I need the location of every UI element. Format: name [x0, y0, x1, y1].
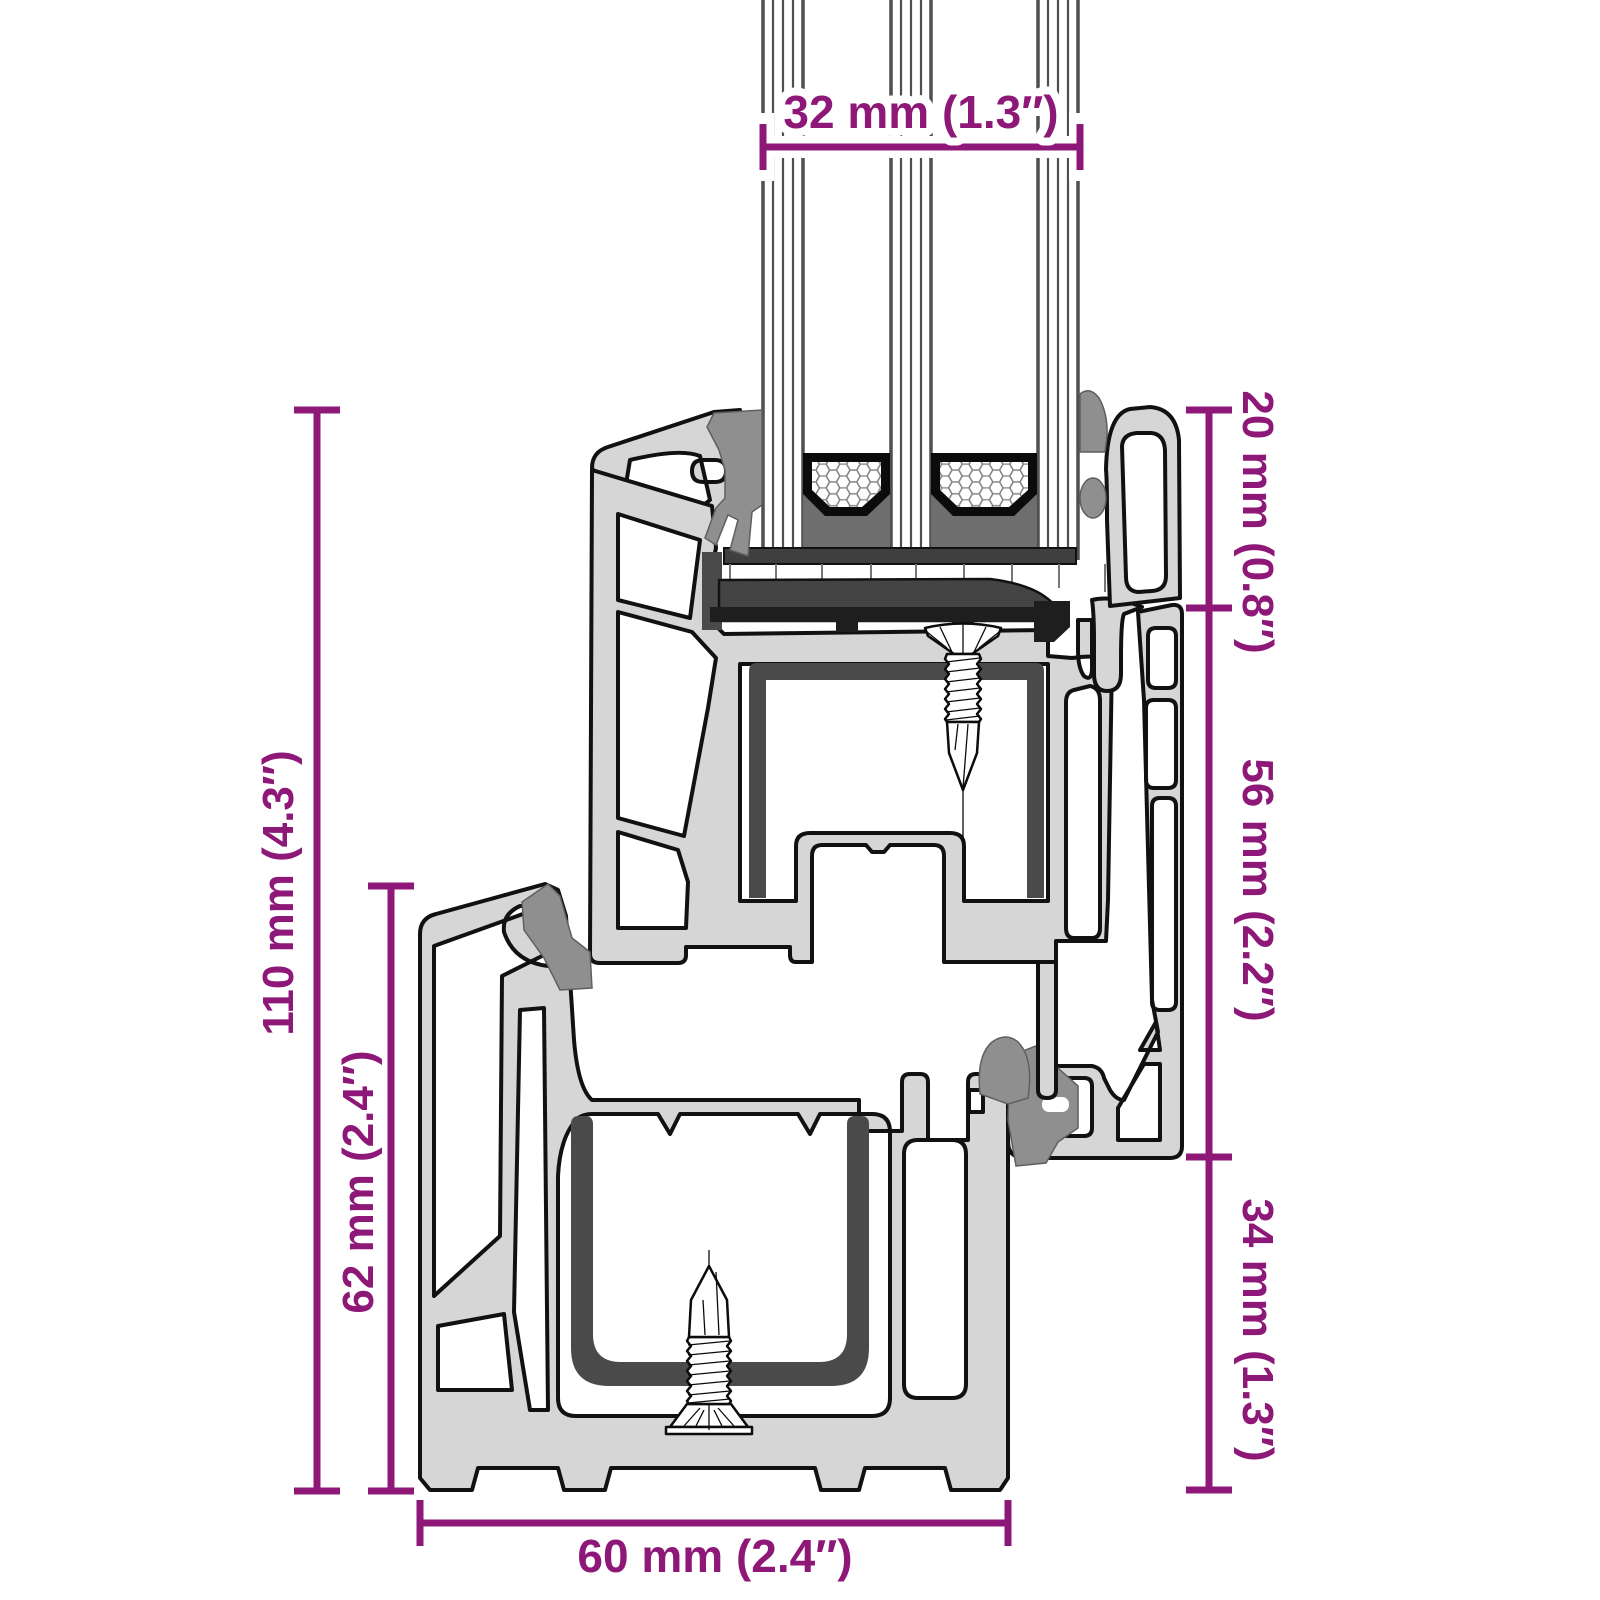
svg-text:110 mm (4.3″): 110 mm (4.3″) [254, 750, 303, 1035]
svg-text:20 mm (0.8″): 20 mm (0.8″) [1233, 390, 1282, 653]
svg-text:62 mm (2.4″): 62 mm (2.4″) [334, 1050, 383, 1313]
svg-text:32 mm (1.3″): 32 mm (1.3″) [783, 86, 1058, 138]
svg-text:32 mm (1.3″): 32 mm (1.3″) [783, 86, 1058, 138]
svg-text:56 mm (2.2″): 56 mm (2.2″) [1233, 758, 1282, 1021]
svg-text:34 mm (1.3″): 34 mm (1.3″) [1233, 1198, 1282, 1461]
svg-text:60 mm (2.4″): 60 mm (2.4″) [577, 1530, 852, 1582]
